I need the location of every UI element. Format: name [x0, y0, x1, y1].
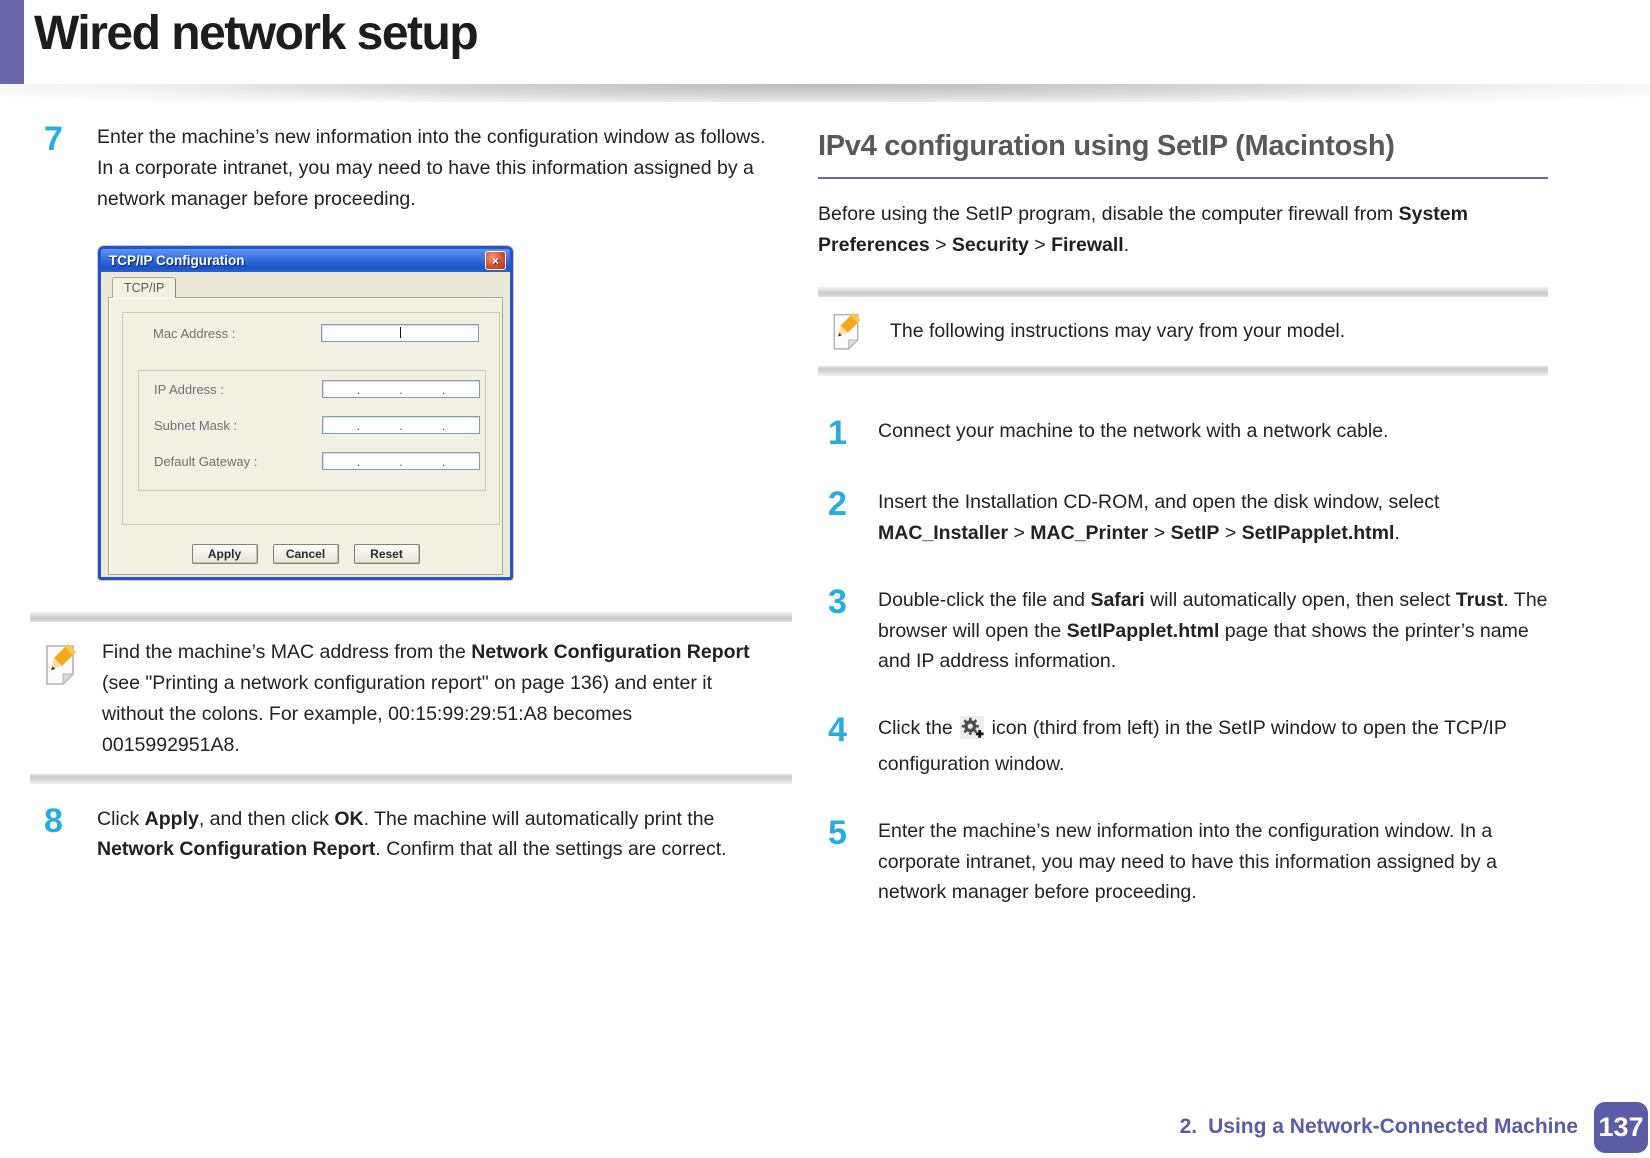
step-text: Click Apply, and then click OK. The mach…: [97, 807, 727, 861]
reset-button: Reset: [353, 544, 420, 565]
ip-separators: . . .: [356, 383, 446, 398]
dialog-body: TCP/IP Mac Address : IP Address : . . .: [101, 272, 510, 576]
inner-groupbox: IP Address : . . . Subnet Mask : . . . D…: [138, 370, 486, 492]
cancel-button: Cancel: [272, 544, 339, 565]
header-divider: [0, 84, 1650, 102]
text-caret: [400, 327, 401, 339]
step-1: 1 Connect your machine to the network wi…: [818, 413, 1548, 452]
note-top-rule: [30, 612, 792, 623]
chapter-title: Using a Network-Connected Machine: [1208, 1115, 1578, 1138]
step-2: 2 Insert the Installation CD-ROM, and op…: [818, 487, 1548, 549]
ip-separators: . . .: [356, 419, 446, 434]
step-text: Double-click the file and Safari will au…: [878, 588, 1548, 673]
step-text: Insert the Installation CD-ROM, and open…: [878, 491, 1440, 545]
step-3: 3 Double-click the file and Safari will …: [818, 582, 1548, 677]
ip-address-label: IP Address :: [154, 382, 224, 398]
step-number: 5: [828, 813, 847, 852]
step-number: 1: [828, 413, 847, 452]
steps-list: 1 Connect your machine to the network wi…: [818, 413, 1548, 909]
note-box-mac-address: Find the machine’s MAC address from the …: [30, 612, 792, 784]
close-icon: ×: [485, 251, 506, 271]
step-number: 3: [828, 582, 847, 621]
chapter-number: 2.: [1179, 1115, 1198, 1138]
dialog-title: TCP/IP Configuration: [109, 253, 245, 269]
accent-bar: [0, 0, 24, 90]
step-5: 5 Enter the machine’s new information in…: [818, 813, 1548, 908]
step-text: Click the icon (third from left) in the …: [878, 716, 1507, 776]
right-column: IPv4 configuration using SetIP (Macintos…: [818, 126, 1548, 944]
step-number: 8: [44, 801, 63, 840]
step-text: Enter the machine’s new information into…: [97, 126, 766, 210]
mac-address-label: Mac Address :: [153, 326, 236, 342]
step-4: 4 Click the icon (third from left) in th…: [818, 713, 1548, 780]
left-column: 7 Enter the machine’s new information in…: [30, 120, 792, 866]
step-text: Enter the machine’s new information into…: [878, 819, 1497, 904]
default-gateway-field: . . .: [322, 452, 480, 471]
footer-chapter: 2. Using a Network-Connected Machine: [1180, 1115, 1578, 1139]
mac-address-field: [321, 324, 479, 343]
ip-address-field: . . .: [322, 380, 480, 399]
step-text: Connect your machine to the network with…: [878, 419, 1389, 442]
step-number: 2: [828, 485, 847, 524]
step-7: 7 Enter the machine’s new information in…: [30, 120, 792, 214]
subnet-mask-label: Subnet Mask :: [154, 418, 238, 434]
note-pencil-icon: [40, 637, 80, 760]
step-number: 4: [828, 711, 847, 750]
gear-plus-icon: [960, 716, 985, 749]
dialog-screenshot: TCP/IP Configuration × TCP/IP Mac Addres…: [98, 246, 792, 581]
note-box-instructions: The following instructions may vary from…: [818, 286, 1548, 376]
tab-tcpip: TCP/IP: [112, 277, 177, 299]
apply-button: Apply: [191, 544, 258, 565]
dialog-titlebar: TCP/IP Configuration ×: [101, 249, 510, 273]
step-8: 8 Click Apply, and then click OK. The ma…: [30, 801, 792, 866]
note-pencil-icon: [828, 306, 868, 357]
note-bottom-rule: [818, 365, 1548, 376]
default-gateway-label: Default Gateway :: [154, 454, 258, 470]
note-text: Find the machine’s MAC address from the …: [102, 641, 750, 756]
subnet-mask-field: . . .: [322, 416, 480, 435]
step-number: 7: [44, 120, 63, 158]
page-number-badge: 137: [1594, 1102, 1648, 1153]
tcpip-configuration-dialog: TCP/IP Configuration × TCP/IP Mac Addres…: [98, 246, 513, 581]
note-bottom-rule: [30, 773, 792, 784]
ip-separators: . . .: [356, 455, 446, 470]
tab-panel: Mac Address : IP Address : . . . Subnet …: [108, 297, 503, 576]
dialog-buttons: Apply Cancel Reset: [109, 544, 502, 565]
page-title: Wired network setup: [34, 7, 479, 60]
outer-groupbox: Mac Address : IP Address : . . . Subnet …: [122, 312, 500, 526]
note-top-rule: [818, 286, 1548, 297]
intro-paragraph: Before using the SetIP program, disable …: [818, 203, 1468, 256]
note-text: The following instructions may vary from…: [890, 319, 1346, 342]
section-heading: IPv4 configuration using SetIP (Macintos…: [818, 126, 1548, 179]
